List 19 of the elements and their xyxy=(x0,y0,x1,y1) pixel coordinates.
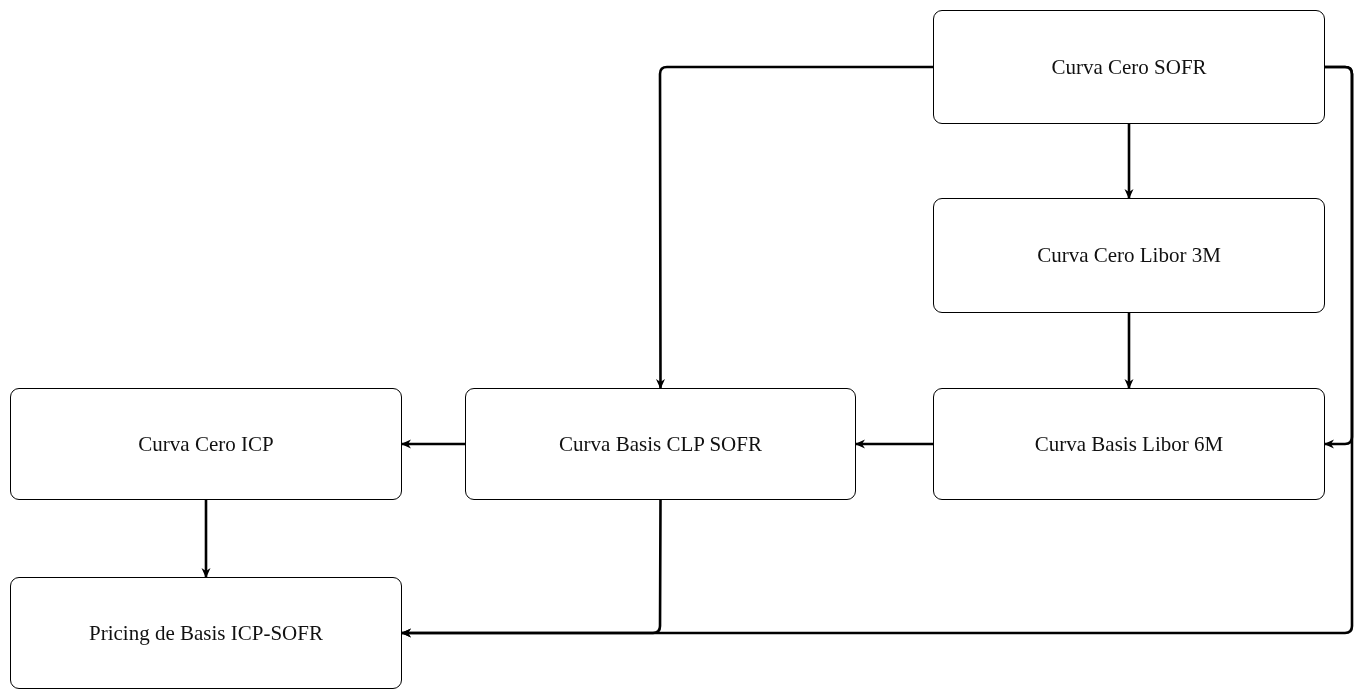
arrow xyxy=(201,500,211,578)
process-box xyxy=(465,388,856,500)
process-box xyxy=(10,388,402,500)
box-label: Curva Basis Libor 6M xyxy=(1034,431,1224,457)
arrow xyxy=(656,65,933,389)
box-label: Curva Cero SOFR xyxy=(1051,54,1207,80)
box-label: Curva Basis CLP SOFR xyxy=(559,431,762,457)
process-box xyxy=(933,198,1325,313)
arrow xyxy=(855,439,933,449)
arrow xyxy=(1124,313,1134,389)
process-box xyxy=(933,388,1325,500)
box-label: Curva Cero ICP xyxy=(138,431,274,457)
box-label: Pricing de Basis ICP-SOFR xyxy=(89,620,323,646)
box-label: Curva Cero Libor 3M xyxy=(1037,243,1221,268)
arrow xyxy=(1124,124,1134,199)
arrow xyxy=(401,439,465,449)
arrow xyxy=(401,500,662,638)
process-box xyxy=(933,10,1325,124)
process-box xyxy=(10,577,402,689)
